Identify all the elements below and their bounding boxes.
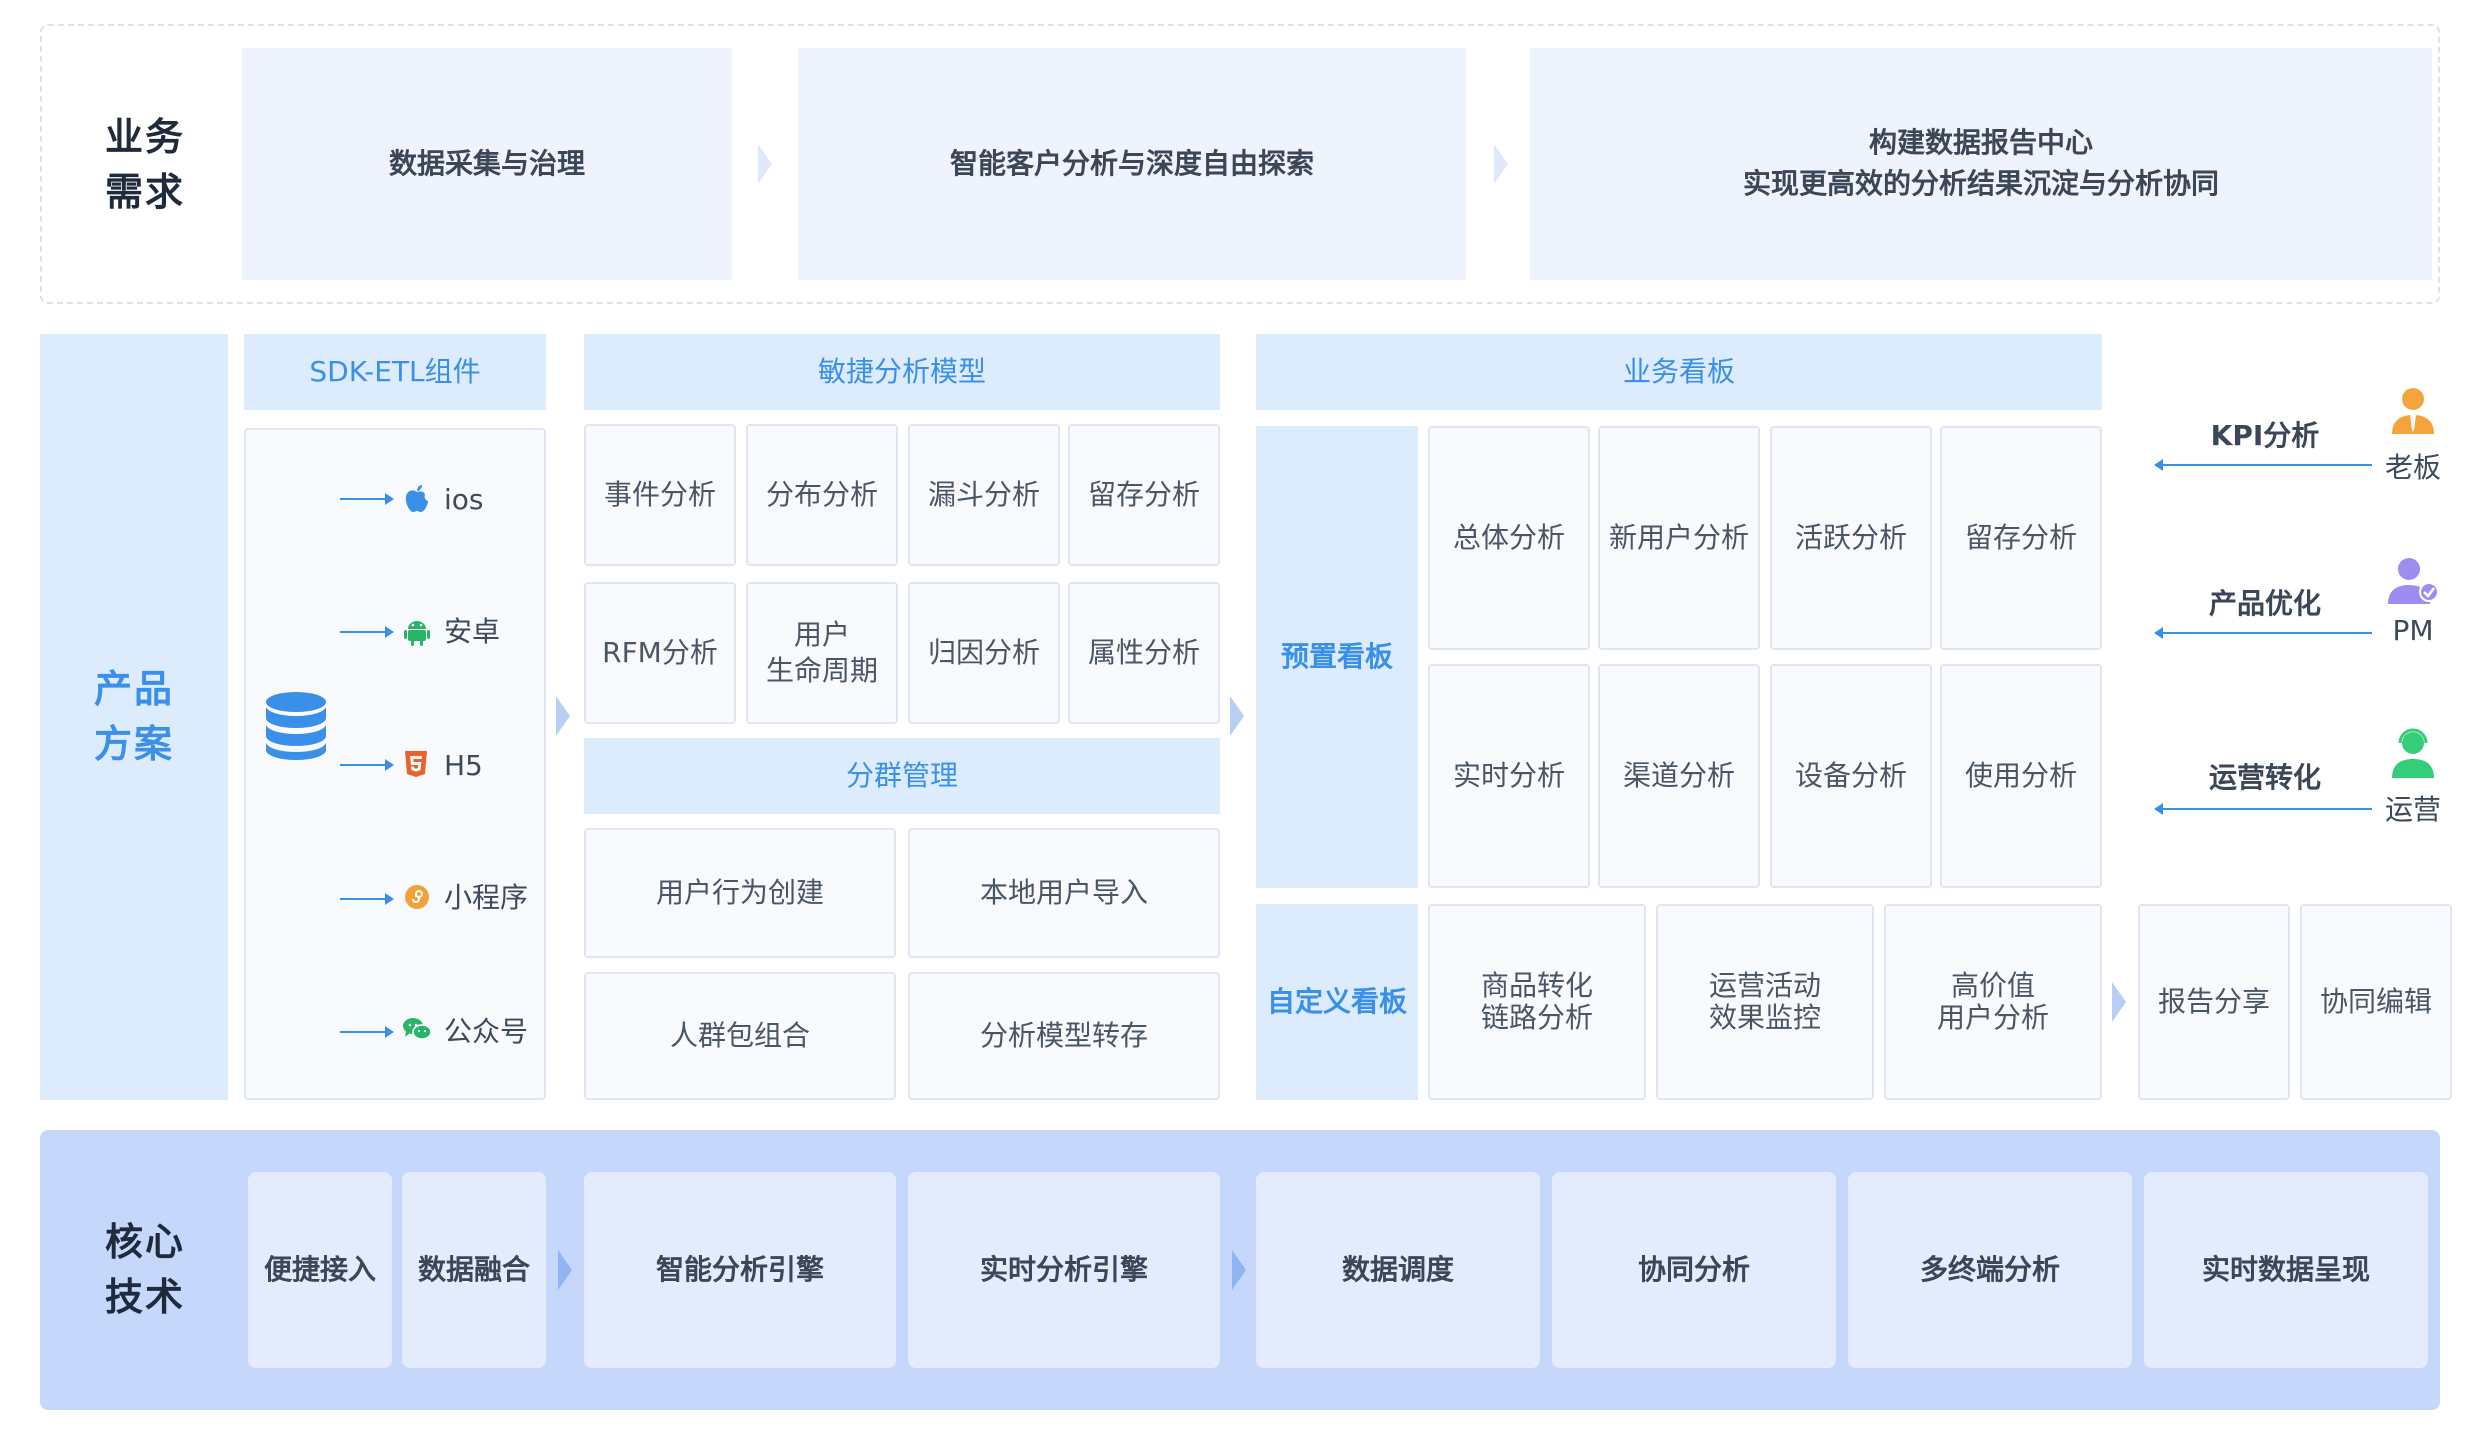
preset-dashboard-item: 设备分析 [1770,664,1932,888]
apple-icon [405,485,428,512]
role-label: PM [2392,614,2434,647]
agile-model-item: 属性分析 [1068,582,1220,724]
core-tech-item: 多终端分析 [1848,1172,2132,1368]
sdk-sources-panel [244,428,546,1100]
segment-item: 人群包组合 [584,972,896,1100]
role-analysis-label: 产品优化 [2208,587,2321,620]
preset-dashboard-item: 活跃分析 [1770,426,1932,650]
role-analysis-label: 运营转化 [2208,761,2321,794]
source-label: 安卓 [444,615,501,648]
business-dashboard-header: 业务看板 [1256,334,2102,410]
custom-dashboard-label: 自定义看板 [1256,904,1418,1100]
wechat-icon [403,1018,432,1040]
agile-model-item: 漏斗分析 [908,424,1060,566]
custom-dashboard-item: 高价值 用户分析 [1884,904,2102,1100]
role-connector [2154,627,2372,639]
segment-item: 本地用户导入 [908,828,1220,958]
agile-model-item: 分布分析 [746,424,898,566]
sdk-etl-header: SDK-ETL组件 [244,334,546,410]
android-icon [404,621,430,646]
source-label: 公众号 [444,1015,529,1048]
core-tech-item: 便捷接入 [248,1172,392,1368]
source-label: 小程序 [444,881,529,914]
core-tech-item: 数据融合 [402,1172,546,1368]
business-need-item: 构建数据报告中心 实现更高效的分析结果沉淀与分析协同 [1530,48,2432,280]
preset-dashboard-item: 总体分析 [1428,426,1590,650]
agile-model-item: 归因分析 [908,582,1060,724]
flow-arrow-icon [758,144,772,184]
boss-avatar-icon [2392,388,2434,434]
role-label: 老板 [2384,451,2441,484]
business-need-item: 智能客户分析与深度自由探索 [798,48,1466,280]
source-connector [340,893,394,905]
segment-item: 用户行为创建 [584,828,896,958]
segment-management-header: 分群管理 [584,738,1220,814]
source-connector [340,626,394,638]
business-needs-label: 业务 需求 [104,114,185,214]
flow-arrow-icon [1230,696,1244,736]
core-technology-label: 核心 技术 [104,1219,185,1319]
core-tech-item: 实时分析引擎 [908,1172,1220,1368]
flow-arrow-icon [1232,1250,1246,1290]
source-label: H5 [444,749,483,782]
business-need-item: 数据采集与治理 [242,48,732,280]
role-analysis-label: KPI分析 [2210,419,2320,452]
core-tech-item: 智能分析引擎 [584,1172,896,1368]
html5-icon [405,751,427,777]
core-tech-item: 数据调度 [1256,1172,1540,1368]
agile-model-item: 事件分析 [584,424,736,566]
preset-dashboard-item: 新用户分析 [1598,426,1760,650]
agile-model-item: RFM分析 [584,582,736,724]
source-label: ios [444,483,484,516]
agile-model-header: 敏捷分析模型 [584,334,1220,410]
collab-edit-item: 协同编辑 [2300,904,2452,1100]
preset-dashboard-item: 留存分析 [1940,426,2102,650]
core-tech-item: 实时数据呈现 [2144,1172,2428,1368]
custom-dashboard-item: 运营活动 效果监控 [1656,904,1874,1100]
product-solution-label: 产品 方案 [40,334,228,1100]
source-connector [340,1026,394,1038]
agile-model-item: 留存分析 [1068,424,1220,566]
business-needs-section [40,24,2440,304]
database-icon [266,692,326,760]
preset-dashboard-label: 预置看板 [1256,426,1418,888]
report-share-item: 报告分享 [2138,904,2290,1100]
source-connector [340,493,394,505]
flow-arrow-icon [556,696,570,736]
flow-arrow-icon [1494,144,1508,184]
preset-dashboard-item: 实时分析 [1428,664,1590,888]
flow-arrow-icon [2112,982,2126,1022]
flow-arrow-icon [558,1250,572,1290]
mini-program-icon [405,885,429,909]
agile-model-item: 用户 生命周期 [746,582,898,724]
segment-item: 分析模型转存 [908,972,1220,1100]
preset-dashboard-item: 渠道分析 [1598,664,1760,888]
custom-dashboard-item: 商品转化 链路分析 [1428,904,1646,1100]
source-connector [340,759,394,771]
pm-avatar-icon [2388,558,2439,604]
core-tech-item: 协同分析 [1552,1172,1836,1368]
preset-dashboard-item: 使用分析 [1940,664,2102,888]
role-connector [2154,459,2372,471]
role-connector [2154,803,2372,815]
role-label: 运营 [2384,793,2441,826]
operator-avatar-icon [2392,728,2434,778]
